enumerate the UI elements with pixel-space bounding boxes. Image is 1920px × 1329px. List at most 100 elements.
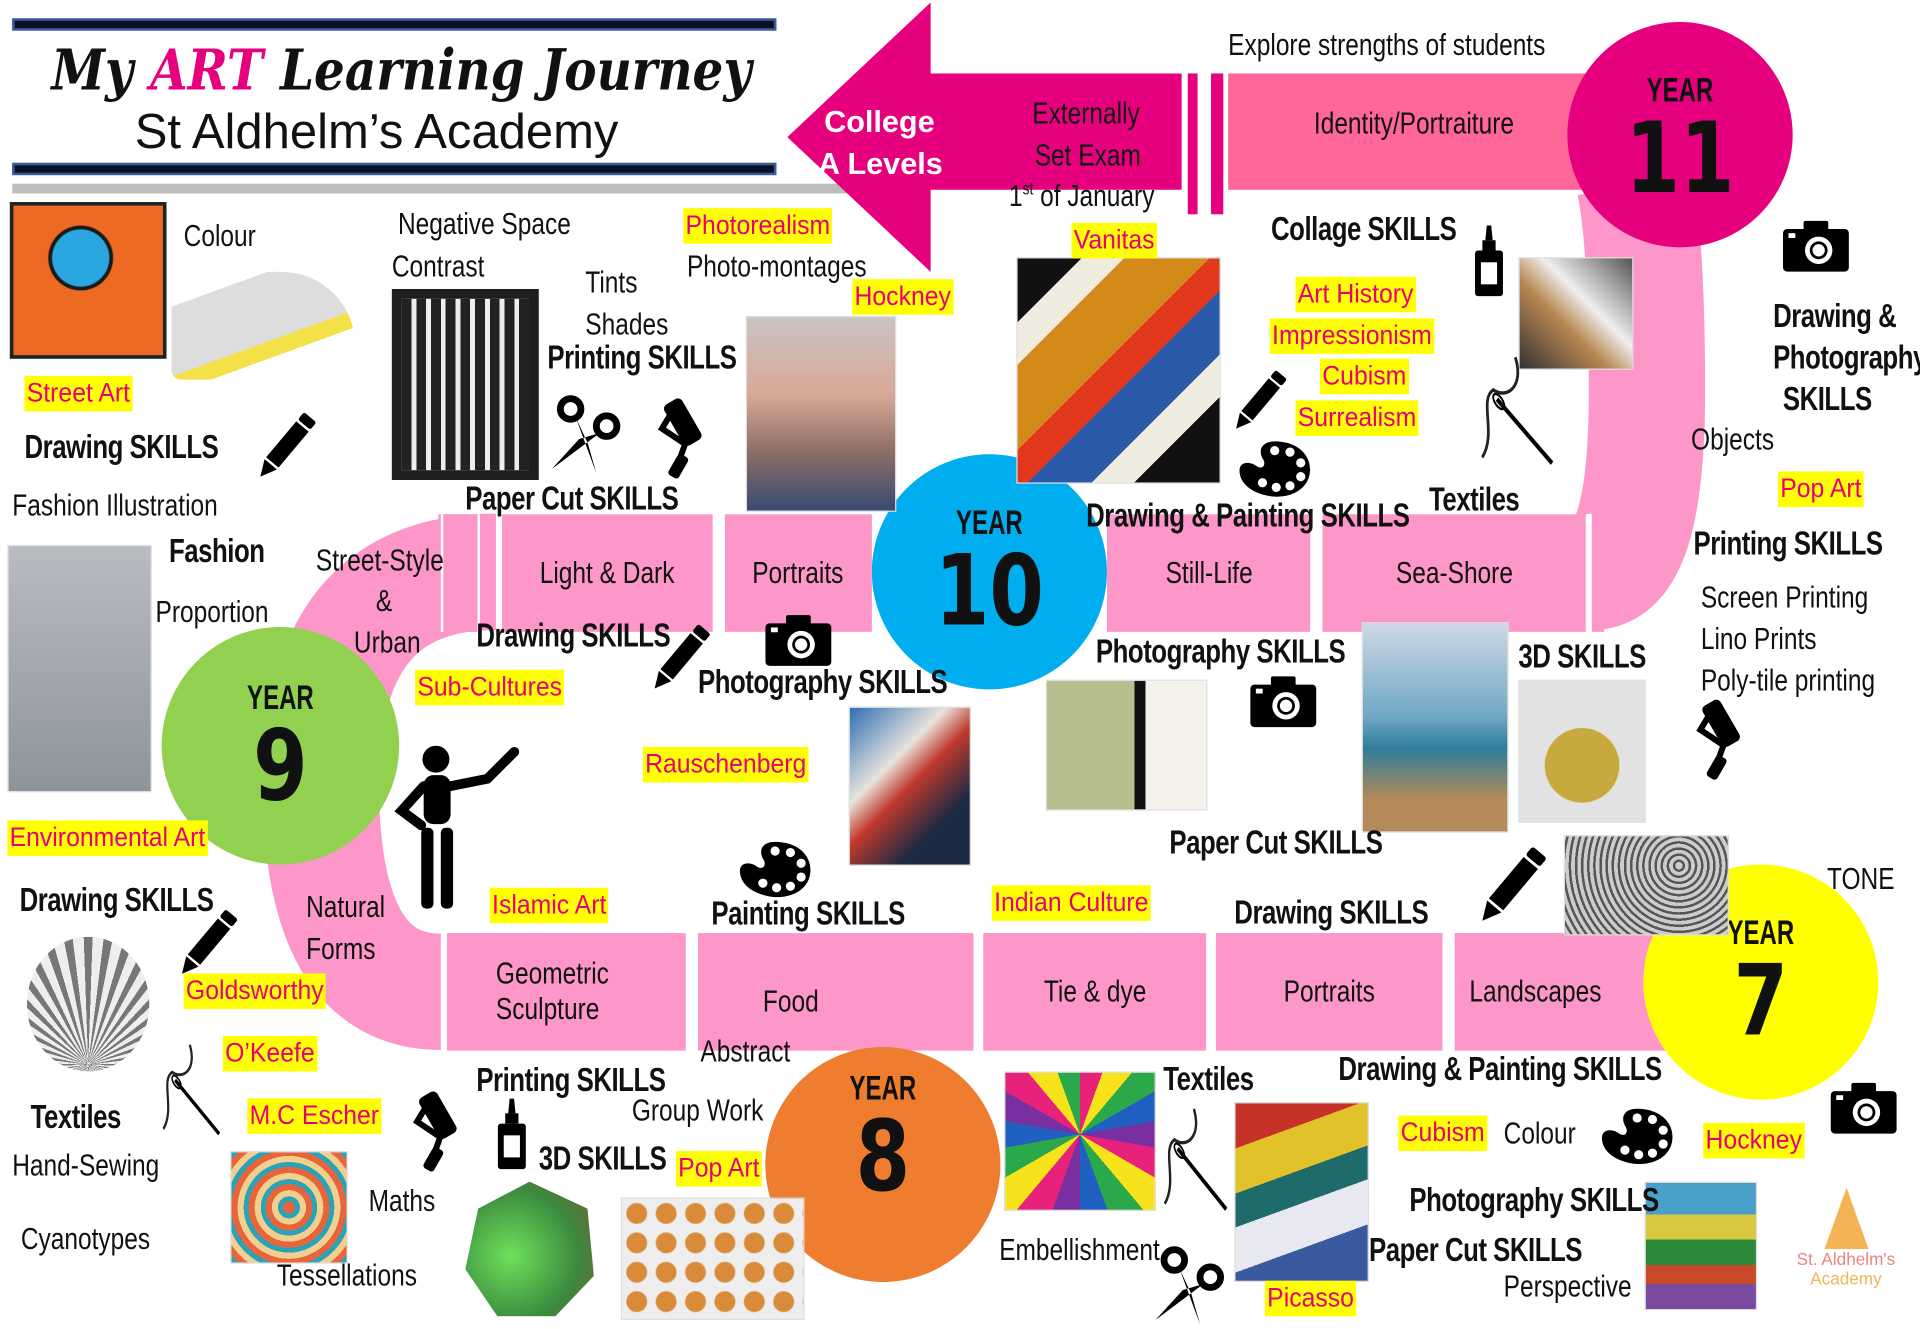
palette-icon [1597, 1106, 1678, 1167]
label-photo-montages: Photo-montages [686, 249, 867, 285]
label-objects: Objects [1691, 422, 1775, 457]
needle-thread-icon [153, 1041, 226, 1139]
topic-label: Still-Life [1165, 555, 1253, 590]
movement-pop-art: Pop Art [1777, 471, 1864, 507]
label-tessellations: Tessellations [276, 1258, 417, 1294]
artist-hockney: Hockney [1703, 1122, 1805, 1158]
topic-sea-shore: Sea-Shore [1322, 514, 1586, 632]
scissors-icon [1149, 1243, 1235, 1329]
exam-stripe [1187, 73, 1198, 215]
skill-textiles: Textiles [30, 1098, 122, 1136]
keith-haring-image [9, 202, 167, 359]
vanitas-still-life-image [1016, 257, 1221, 484]
label-fashion-illustration: Fashion Illustration [12, 488, 218, 523]
hockney-photomontage-image [745, 315, 897, 512]
collage-image [1518, 257, 1634, 370]
artist-vanitas: Vanitas [1071, 222, 1157, 258]
skill-collage: Collage SKILLS [1271, 210, 1457, 248]
donut-sculptures-image [620, 1197, 805, 1321]
topic-food [697, 933, 974, 1051]
artist-photorealism: Photorealism [683, 208, 833, 244]
movement-pop-art: Pop Art [675, 1151, 762, 1187]
topic-label: Geometric [495, 956, 609, 991]
paper-cut-chair-image [391, 288, 539, 481]
year11-curve [1569, 172, 1706, 631]
school-name: St Aldhelm’s Academy [134, 105, 619, 160]
skill-textiles: Textiles [1163, 1060, 1254, 1098]
header-rule-bottom [12, 162, 777, 176]
3d-sculpture-image [1518, 679, 1646, 823]
theme-environmental-art: Environmental Art [7, 820, 208, 856]
skill-drawing: Drawing SKILLS [24, 428, 219, 466]
movement-surrealism: Surrealism [1295, 400, 1419, 436]
skill-drawing-painting: Drawing & Painting SKILLS [1086, 497, 1410, 534]
skill-textiles: Textiles [1428, 481, 1520, 518]
title-my: My [51, 36, 134, 103]
glue-bottle-icon [492, 1097, 531, 1170]
college-label: College [824, 105, 935, 140]
year-word: YEAR [956, 503, 1023, 542]
topic-still-life: Still-Life [1106, 514, 1311, 632]
year-number: 11 [1625, 101, 1735, 216]
skill-drawing-photo-2: Photography [1773, 339, 1920, 376]
skill-printing: Printing SKILLS [476, 1061, 666, 1099]
topic-label: Portraits [1283, 974, 1375, 1009]
skill-drawing: Drawing SKILLS [19, 881, 214, 919]
shell-drawing-image [26, 936, 150, 1072]
label-food: Food [762, 984, 819, 1019]
needle-thread-icon [1153, 1104, 1234, 1214]
artist-goldsworthy: Goldsworthy [183, 973, 326, 1009]
year-word: YEAR [849, 1068, 917, 1107]
topic-label: Tie & dye [1043, 974, 1146, 1009]
explore-label: Explore strengths of students [1228, 28, 1546, 63]
rauschenberg-image [848, 706, 972, 866]
exam-line-3: 1st of January [1008, 179, 1154, 214]
label-proportion: Proportion [155, 595, 269, 630]
label-screen-printing: Screen Printing [1700, 580, 1869, 615]
year11-band [1228, 73, 1621, 190]
skill-drawing-photo-1: Drawing & [1773, 297, 1897, 335]
skill-printing: Printing SKILLS [547, 339, 737, 376]
header-rule-top [12, 18, 777, 31]
skill-printing: Printing SKILLS [1693, 525, 1883, 563]
year10-strip [440, 514, 481, 632]
skill-paper-cut: Paper Cut SKILLS [465, 480, 679, 517]
skill-drawing-painting: Drawing & Painting SKILLS [1338, 1050, 1662, 1088]
label-shades: Shades [585, 307, 669, 342]
artist-rauschenberg: Rauschenberg [642, 746, 809, 782]
label-abstract: Abstract [700, 1034, 791, 1069]
identity-label: Identity/Portraiture [1313, 106, 1514, 141]
topic-label: Light & Dark [539, 555, 675, 590]
fashion-figure-image [7, 544, 152, 793]
exam-day: 1 [1008, 179, 1023, 214]
year-word: YEAR [1727, 913, 1795, 952]
topic-tie-dye: Tie & dye [983, 933, 1207, 1051]
camera-icon [1829, 1080, 1898, 1135]
a-levels-label: A Levels [817, 146, 943, 182]
exam-line-1: Externally [1032, 96, 1140, 132]
year10-band-end [1591, 514, 1605, 632]
palette-icon [735, 839, 816, 900]
pencil-icon [1465, 840, 1558, 933]
movement-impressionism: Impressionism [1269, 318, 1435, 354]
label-embellishment: Embellishment [999, 1233, 1160, 1268]
movement-art-history: Art History [1295, 276, 1416, 312]
artist-picasso: Picasso [1264, 1280, 1357, 1316]
label-cyanotypes: Cyanotypes [20, 1222, 151, 1257]
topic-label: Sculpture [495, 991, 600, 1027]
artist-okeefe: O’Keefe [222, 1035, 317, 1071]
glue-bottle-icon [1469, 224, 1508, 297]
school-logo: St. Aldhelm's Academy [1782, 1187, 1911, 1288]
mandala-image [230, 1151, 348, 1264]
label-colour: Colour [1503, 1116, 1576, 1152]
mannequin-icon [389, 742, 524, 916]
exam-line-2: Set Exam [1034, 138, 1141, 173]
scissors-icon [545, 392, 631, 478]
skill-photography: Photography SKILLS [1095, 633, 1346, 670]
label-fashion: Fashion [168, 532, 265, 570]
skill-paper-cut: Paper Cut SKILLS [1368, 1231, 1583, 1269]
tie-dye-image [1004, 1071, 1156, 1212]
year-number: 9 [253, 708, 308, 823]
